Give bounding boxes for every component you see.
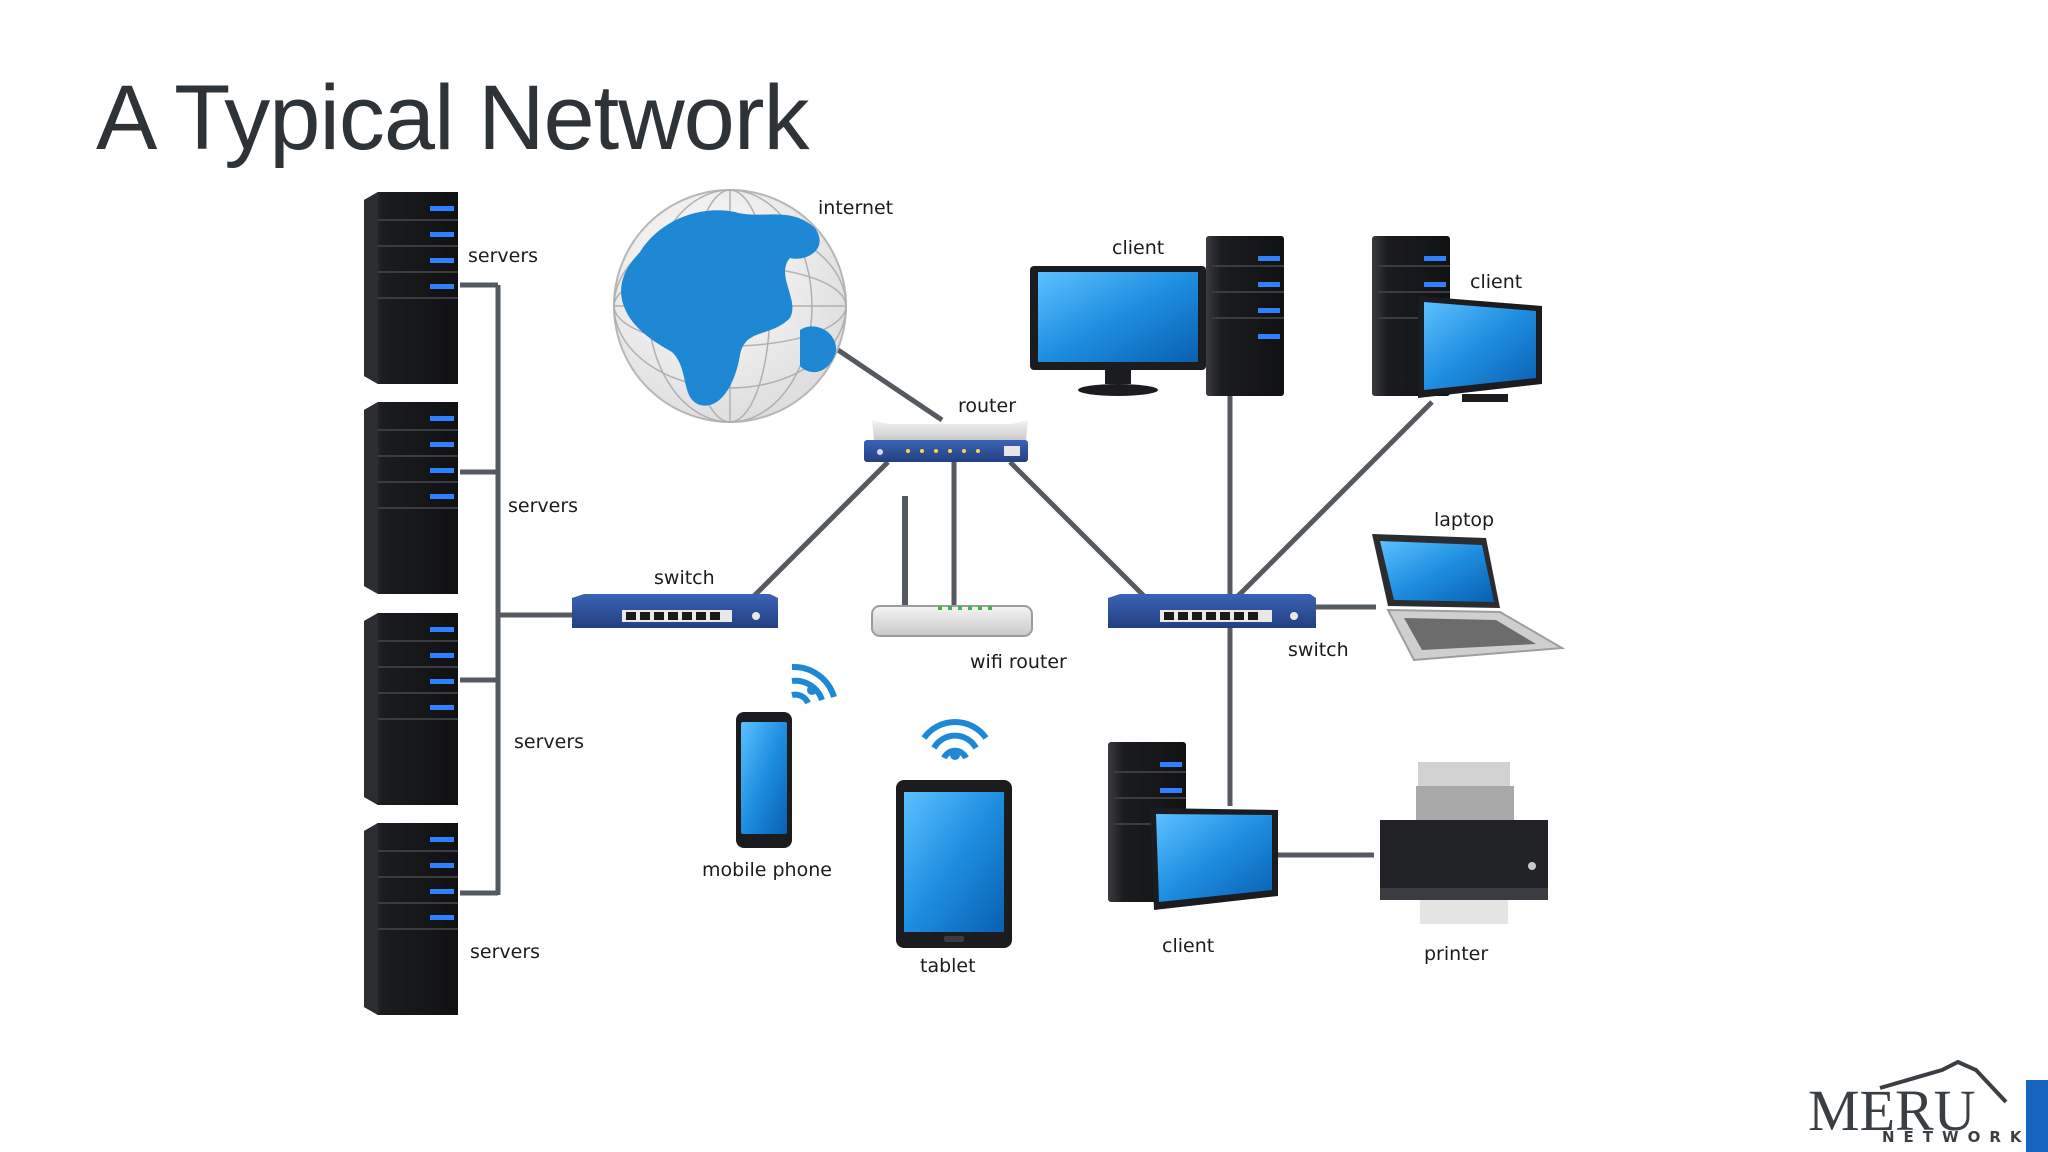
router-label: router [958,395,1016,417]
client-top-right-label: client [1470,271,1522,293]
client-desktop-bottom [1107,741,1278,910]
servers-label-2: servers [508,495,578,517]
servers-label-4: servers [470,941,540,963]
wifi-signal-icon-tablet [921,719,989,760]
router-device [864,420,1028,462]
tablet-label: tablet [920,955,976,977]
server-rack-1 [363,191,459,385]
left-switch-device [572,594,778,628]
laptop-device [1372,534,1566,662]
logo-mountain-icon [1879,1059,2008,1104]
printer-device [1380,762,1548,924]
switch-right-label: switch [1288,639,1349,661]
wifi-router-device [871,496,1033,637]
client-desktop-top-right [1371,235,1542,402]
servers-label-3: servers [514,731,584,753]
logo-wordmark: MERU [1808,1078,1976,1143]
server-rack-2 [363,401,459,595]
internet-globe-icon [613,189,847,423]
right-switch-device [1108,594,1316,628]
client-top-left-label: client [1112,237,1164,259]
logo-subtitle: NETWORKS [1882,1128,2048,1146]
servers-label-1: servers [468,245,538,267]
mobile-phone-label: mobile phone [702,859,832,881]
printer-label: printer [1424,943,1488,965]
mobile-phone-device [736,712,792,848]
switch-client2-cable [1234,400,1434,600]
meru-networks-logo: MERU NETWORKS [1808,1059,2048,1152]
logo-accent-bar [2026,1080,2048,1152]
server-rack-3 [363,612,459,806]
wifi-router-label: wifi router [970,651,1067,673]
router-switch-cable [1008,460,1148,600]
client-desktop-top-left [1030,235,1285,397]
laptop-label: laptop [1434,509,1494,531]
tablet-device [896,780,1012,948]
switch-router-cable [750,460,890,600]
client-bottom-label: client [1162,935,1214,957]
wifi-signal-icon-phone [791,663,837,705]
slide-title: A Typical Network [96,67,809,169]
switch-left-label: switch [654,567,715,589]
server-rack-4 [363,822,459,1016]
internet-label: internet [818,197,893,219]
internet-router-cable [836,347,944,423]
